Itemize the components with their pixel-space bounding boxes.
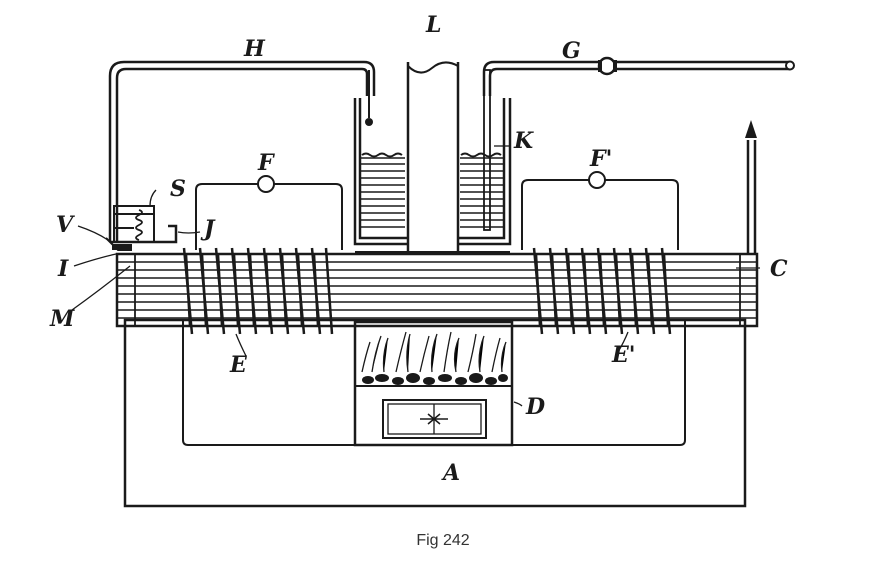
arrow-up-icon [745, 120, 757, 138]
loop-f-prime [521, 179, 679, 250]
gauge-f-prime [588, 171, 606, 189]
label-g: G [562, 38, 581, 64]
left-jar [353, 70, 408, 246]
label-h: H [243, 36, 266, 62]
label-j: J [200, 216, 216, 242]
exhaust-pipe [745, 120, 757, 254]
label-a: A [441, 460, 460, 486]
label-s: S [170, 176, 186, 202]
left-chamber [182, 320, 355, 446]
label-i: I [57, 256, 69, 282]
regulator [105, 205, 178, 251]
label-d: D [525, 394, 545, 420]
furnace-d [353, 320, 514, 447]
label-e: E [229, 352, 248, 378]
label-e-prime: E' [611, 342, 636, 368]
base-a [123, 318, 747, 508]
chimney-l [406, 61, 460, 252]
pipe-g [482, 56, 795, 96]
label-l: L [425, 12, 441, 38]
figure-caption: Fig 242 [416, 532, 470, 549]
tube-bank-c [115, 252, 759, 328]
pipe-h [108, 60, 376, 242]
label-f-prime: F' [589, 146, 612, 172]
jar-k [458, 69, 512, 246]
label-k: K [513, 128, 534, 154]
loop-f [195, 183, 343, 250]
right-chamber [512, 320, 686, 446]
label-c: C [770, 256, 788, 282]
gauge-f [257, 175, 275, 193]
label-m: M [49, 306, 75, 332]
label-v: V [56, 212, 75, 238]
label-f: F [257, 150, 275, 176]
